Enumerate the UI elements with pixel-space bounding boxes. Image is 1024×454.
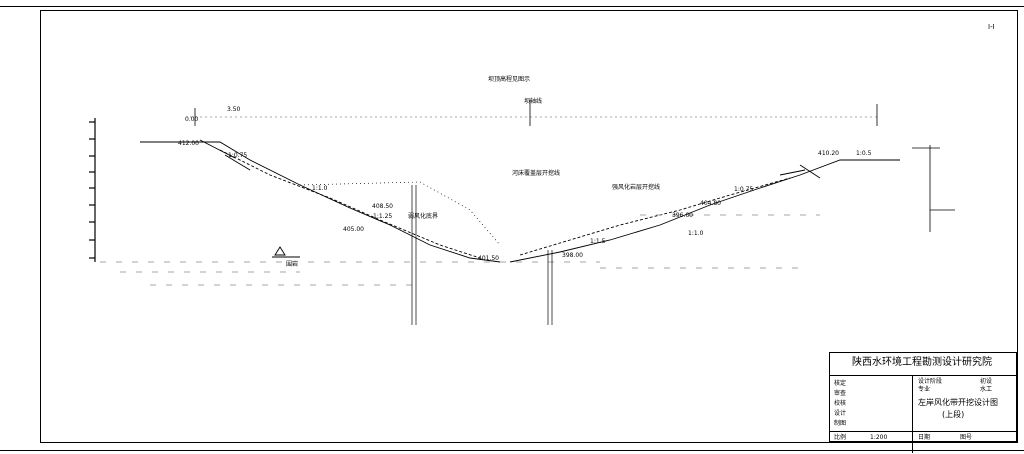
- title-row-role: 核定: [834, 380, 847, 387]
- stage-value: 初设: [980, 378, 993, 385]
- drawing-frame: [40, 10, 1018, 443]
- corner-mark: Ⅰ-Ⅰ: [988, 23, 995, 31]
- borehole-lines: [411, 185, 553, 325]
- label: 408.50: [372, 203, 393, 210]
- label: 410.20: [818, 150, 839, 157]
- title-row-role: 校核: [834, 400, 847, 407]
- top-border-line: [0, 6, 1024, 7]
- stage-label: 设计阶段: [918, 378, 943, 385]
- discipline-label: 专业: [918, 386, 931, 393]
- center-label: 坝轴线: [524, 98, 543, 105]
- drawing-subtitle: (上段): [942, 410, 965, 419]
- label: 405.00: [343, 226, 364, 233]
- section-note: 坝顶高程见图示: [488, 76, 531, 83]
- label: 398.00: [562, 252, 583, 259]
- institute-name: 陕西水环境工程勘测设计研究院: [852, 357, 992, 368]
- title-block: 陕西水环境工程勘测设计研究院 核定 审查 校核 设计 制图 设计阶段 初设 专业…: [829, 352, 1017, 453]
- title-row-role: 审查: [834, 390, 847, 397]
- label: 1:1.0: [312, 185, 328, 192]
- elevation-scale: [89, 118, 96, 262]
- title-row-role: 制图: [834, 420, 847, 427]
- label: 1:1.5: [590, 238, 606, 245]
- label: 1:0.75: [228, 152, 248, 159]
- scale-value: 1:200: [870, 434, 888, 441]
- block-label: 围岩: [286, 261, 299, 268]
- date-label: 日期: [918, 434, 931, 441]
- label: 3.50: [227, 106, 241, 113]
- datum-symbol: [272, 246, 300, 258]
- scale-label: 比例: [834, 434, 847, 441]
- label: 0.00: [185, 116, 199, 123]
- left-note: 弱风化底界: [408, 213, 439, 220]
- right-bank-marks: [912, 145, 955, 232]
- label: 396.60: [672, 212, 693, 219]
- left-slope: [140, 139, 501, 263]
- excavation-outline: [299, 181, 501, 246]
- bottom-border-line: [0, 450, 1024, 451]
- drawing-number-label: 图号: [960, 434, 973, 441]
- label: 1:1.25: [373, 213, 393, 220]
- title-row-role: 设计: [834, 410, 847, 417]
- label: 401.50: [478, 255, 499, 262]
- center-note: 河床覆盖层开挖线: [512, 170, 561, 177]
- drawing-title: 左岸风化带开挖设计图: [918, 398, 998, 407]
- label: 1:1.0: [688, 230, 704, 237]
- label: 412.00: [178, 140, 199, 147]
- right-note: 强风化岩层开挖线: [612, 184, 661, 191]
- right-slope: [509, 159, 900, 263]
- label: 404.80: [700, 200, 721, 207]
- ground-lines: [100, 214, 820, 286]
- discipline-value: 水工: [980, 386, 993, 393]
- label: 1:0.5: [856, 150, 872, 157]
- label: 1:0.75: [734, 186, 754, 193]
